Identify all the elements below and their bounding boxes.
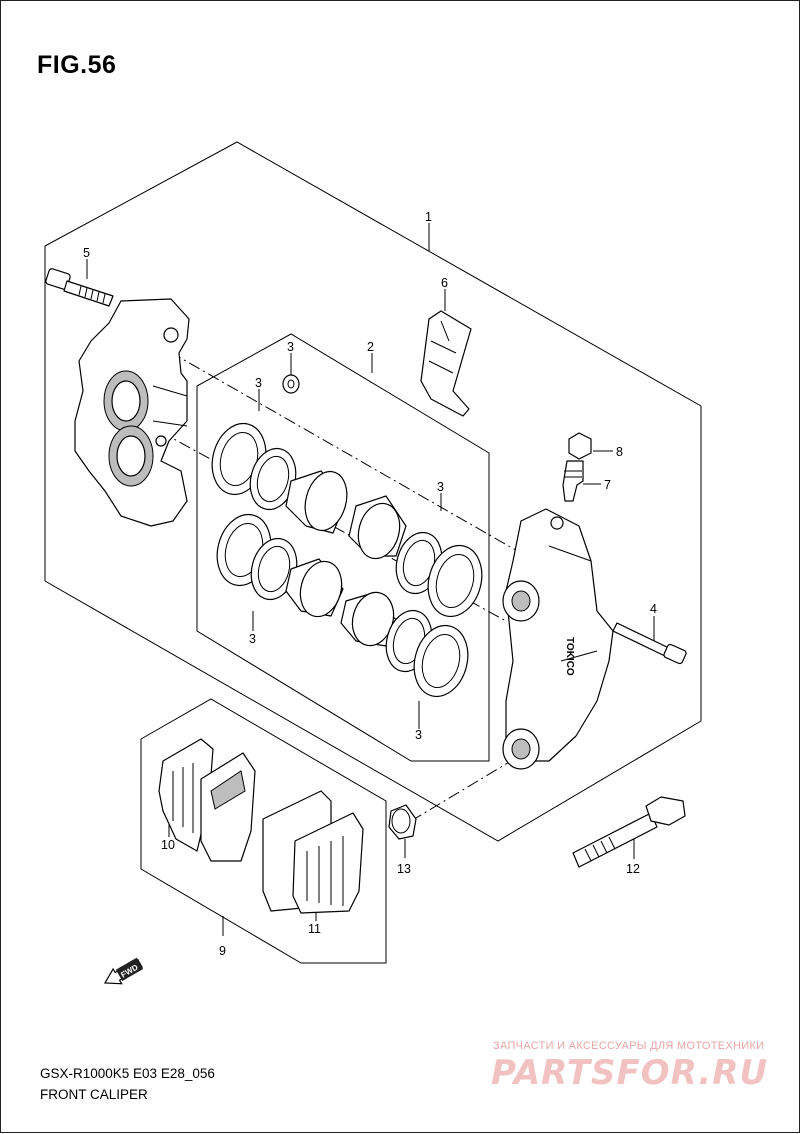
callout-9: 9 [219, 944, 226, 958]
piston-set-outline [196, 333, 490, 762]
watermark-logo: PARTSFOR.RU [491, 1053, 769, 1093]
pistons [285, 470, 407, 647]
alignment-line [410, 760, 512, 822]
callout-11: 11 [308, 922, 321, 936]
seal-small-part [282, 374, 300, 394]
callout-6: 6 [441, 276, 448, 290]
bolt-5-part [45, 268, 114, 307]
pad-10-part [158, 738, 256, 862]
alignment-line [150, 340, 562, 577]
piston-seals-right [385, 531, 483, 698]
callout-3: 3 [415, 728, 422, 742]
model-code: GSX-R1000K5 E03 E28_056 [40, 1066, 215, 1081]
pad-spring-6-part [420, 310, 472, 417]
forward-arrow-icon: FWD [103, 957, 144, 985]
callout-5: 5 [83, 246, 90, 260]
right-caliper-half: TOKICO [502, 508, 614, 770]
left-caliper-half [74, 298, 190, 527]
bleed-valve-7-part [562, 460, 584, 502]
pad-11-part [262, 790, 364, 914]
callout-8: 8 [616, 445, 623, 459]
callout-13: 13 [397, 862, 411, 876]
figure-title: FIG.56 [37, 51, 117, 79]
caliper-assembly-outline [44, 141, 702, 842]
callout-7: 7 [604, 478, 611, 492]
pad-pin-4-part [612, 622, 687, 665]
bolt-12-part [572, 796, 686, 868]
callout-4: 4 [650, 602, 657, 616]
piston-seals-left [211, 422, 298, 601]
bleed-cap-8-part [568, 432, 592, 460]
diagram-name: FRONT CALIPER [40, 1087, 148, 1102]
pad-set-outline [140, 698, 387, 964]
spacer-13-part [388, 804, 417, 840]
caliper-brand-marking: TOKICO [564, 637, 575, 676]
callout-3: 3 [437, 480, 444, 494]
callout-3: 3 [287, 340, 294, 354]
callout-10: 10 [161, 838, 175, 852]
callout-2: 2 [367, 340, 374, 354]
callout-3: 3 [249, 632, 256, 646]
callout-3: 3 [255, 376, 262, 390]
callout-12: 12 [626, 862, 640, 876]
callout-1: 1 [425, 210, 432, 224]
watermark-tagline: ЗАПЧАСТИ И АКСЕССУАРЫ ДЛЯ МОТОТЕХНИКИ [493, 1040, 765, 1052]
